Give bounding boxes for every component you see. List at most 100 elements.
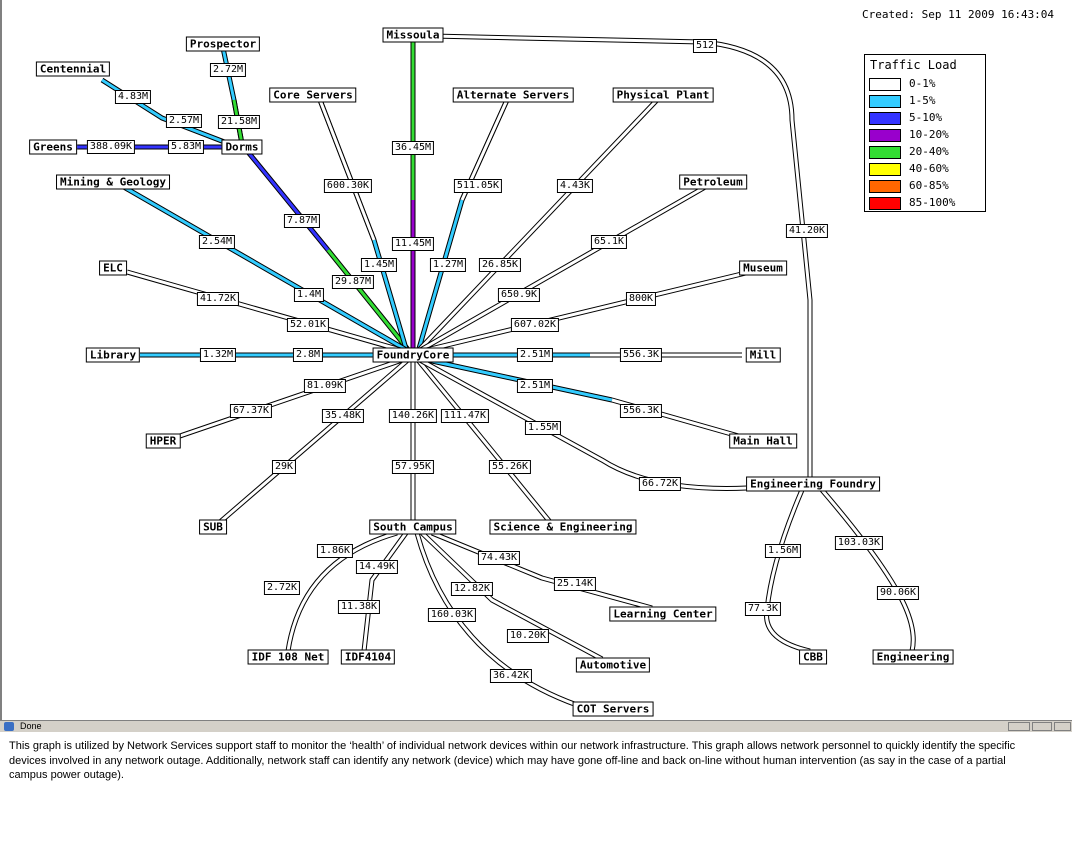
status-text: Done — [20, 721, 42, 731]
node-elc[interactable]: ELC — [99, 260, 127, 276]
link-label: 29K — [271, 460, 297, 474]
node-engineering-foundry[interactable]: Engineering Foundry — [746, 476, 880, 492]
node-main-hall[interactable]: Main Hall — [729, 433, 797, 449]
legend-label: 85-100% — [909, 196, 956, 209]
link-label: 25.14K — [553, 577, 597, 591]
node-idf-108-net[interactable]: IDF 108 Net — [247, 649, 329, 665]
legend-title: Traffic Load — [870, 58, 957, 72]
node-missoula[interactable]: Missoula — [382, 27, 444, 43]
link-label: 11.45M — [391, 237, 435, 251]
description-paragraph: This graph is utilized by Network Servic… — [9, 740, 1016, 781]
link-line — [415, 532, 578, 707]
node-automotive[interactable]: Automotive — [575, 657, 651, 673]
link-label: 2.51M — [516, 379, 554, 393]
node-south-campus[interactable]: South Campus — [369, 519, 457, 535]
node-cot-servers[interactable]: COT Servers — [572, 701, 654, 717]
legend-label: 20-40% — [909, 145, 949, 158]
link-label: 52.01K — [286, 318, 330, 332]
link-label: 10.20K — [506, 629, 550, 643]
link-label: 36.42K — [489, 669, 533, 683]
node-greens[interactable]: Greens — [29, 139, 77, 155]
legend-swatch — [869, 146, 901, 159]
link-label: 388.09K — [86, 140, 136, 154]
link-label: 2.8M — [292, 348, 324, 362]
link-label: 607.02K — [510, 318, 560, 332]
node-idf4104[interactable]: IDF4104 — [340, 649, 396, 665]
link-line — [176, 356, 409, 439]
node-mining-geology[interactable]: Mining & Geology — [56, 174, 170, 190]
link-label: 66.72K — [638, 477, 682, 491]
legend-label: 10-20% — [909, 128, 949, 141]
node-engineering[interactable]: Engineering — [872, 649, 954, 665]
node-mill[interactable]: Mill — [745, 347, 781, 363]
node-cbb[interactable]: CBB — [799, 649, 827, 665]
legend-swatch — [869, 163, 901, 176]
legend-label: 0-1% — [909, 77, 936, 90]
link-label: 556.3K — [619, 348, 663, 362]
link-line — [246, 151, 330, 251]
legend-swatch — [869, 197, 901, 210]
link-line — [416, 184, 708, 354]
link-label: 90.06K — [876, 586, 920, 600]
legend-item: 85-100% — [869, 196, 981, 211]
node-alternate-servers[interactable]: Alternate Servers — [452, 87, 574, 103]
link-label: 5.83M — [167, 140, 205, 154]
link-label: 26.85K — [478, 258, 522, 272]
node-foundrycore[interactable]: FoundryCore — [372, 347, 454, 363]
link-label: 14.49K — [355, 560, 399, 574]
node-museum[interactable]: Museum — [739, 260, 787, 276]
link-line — [820, 489, 915, 652]
legend-swatch — [869, 112, 901, 125]
browser-status-bar: Done — [0, 720, 1072, 732]
link-label: 650.9K — [497, 288, 541, 302]
link-label: 556.3K — [619, 404, 663, 418]
traffic-load-legend: Traffic Load 0-1% 1-5% 5-10% 10-20% 20-4… — [864, 54, 986, 212]
link-label: 35.48K — [321, 409, 365, 423]
link-label: 2.72M — [209, 63, 247, 77]
node-hper[interactable]: HPER — [145, 433, 181, 449]
status-panel — [1054, 722, 1071, 731]
link-line — [219, 357, 410, 524]
link-label: 800K — [625, 292, 657, 306]
link-label: 2.72K — [263, 581, 301, 595]
link-label: 1.55M — [524, 421, 562, 435]
link-line — [362, 532, 408, 652]
link-line — [431, 531, 653, 610]
status-panel — [1008, 722, 1030, 731]
network-weathermap: Created: Sep 11 2009 16:43:04 FoundryCor… — [0, 0, 1055, 720]
link-line — [820, 488, 916, 652]
link-line — [318, 99, 376, 241]
link-label: 41.20K — [785, 224, 829, 238]
node-core-servers[interactable]: Core Servers — [269, 87, 357, 103]
link-label: 77.3K — [744, 602, 782, 616]
link-label: 1.27M — [429, 258, 467, 272]
link-label: 1.45M — [360, 258, 398, 272]
node-prospector[interactable]: Prospector — [185, 36, 261, 52]
link-line — [765, 489, 811, 653]
link-label: 65.1K — [590, 235, 628, 249]
link-label: 140.26K — [388, 409, 438, 423]
node-petroleum[interactable]: Petroleum — [679, 174, 747, 190]
link-line — [126, 270, 409, 354]
node-library[interactable]: Library — [85, 347, 141, 363]
node-centennial[interactable]: Centennial — [35, 61, 111, 77]
node-dorms[interactable]: Dorms — [221, 139, 263, 155]
node-physical-plant[interactable]: Physical Plant — [612, 87, 714, 103]
link-line — [420, 531, 603, 661]
link-line — [417, 356, 613, 402]
link-label: 21.58M — [217, 115, 261, 129]
ie-page-icon — [4, 722, 14, 731]
link-label: 111.47K — [440, 409, 490, 423]
node-learning-center[interactable]: Learning Center — [609, 606, 717, 622]
link-line — [326, 249, 412, 353]
legend-item: 60-85% — [869, 179, 981, 194]
status-panel — [1032, 722, 1052, 731]
legend-swatch — [869, 78, 901, 91]
link-line — [121, 184, 411, 354]
link-label: 103.03K — [834, 536, 884, 550]
node-science-engineering[interactable]: Science & Engineering — [489, 519, 637, 535]
node-sub[interactable]: SUB — [199, 519, 227, 535]
link-label: 1.32M — [199, 348, 237, 362]
created-timestamp: Created: Sep 11 2009 16:43:04 — [862, 8, 1055, 21]
legend-item: 40-60% — [869, 162, 981, 177]
